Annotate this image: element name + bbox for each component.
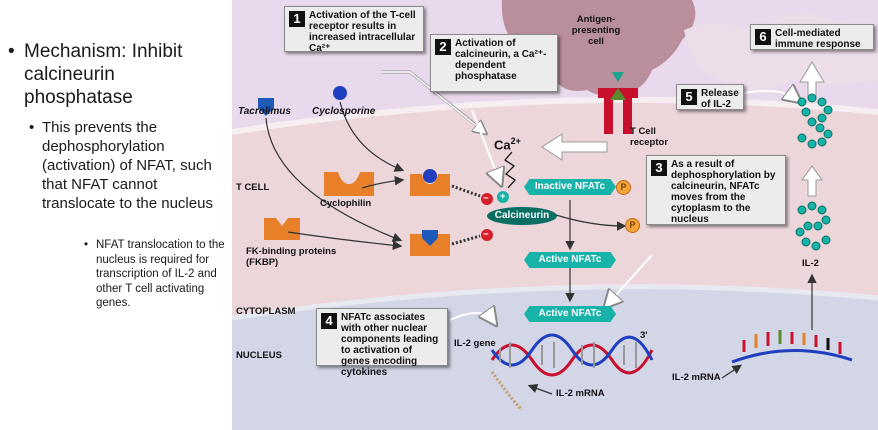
step-text-1: Activation of the T-cell receptor result… [309, 10, 416, 54]
minus-sign-1: − [483, 193, 489, 204]
inactive-nfat: Inactive NFATc [524, 179, 616, 195]
calcineurin-mechanism-diagram: 1 Activation of the T-cell receptor resu… [232, 0, 878, 430]
il2-mrna-strand-1 [490, 371, 524, 412]
nucleus-label: NUCLEUS [236, 350, 282, 361]
cyclophilin-cyclosporine-complex [410, 174, 450, 196]
il2-mrna-label-1: IL-2 mRNA [556, 388, 605, 399]
inhibition-circle-1 [481, 193, 493, 205]
bullet-level1: • Mechanism: Inhibit calcineurin phospha… [8, 41, 183, 108]
bound-cyclosporine [423, 169, 437, 183]
step-box-5: 5 Release of IL-2 [676, 84, 744, 110]
bullet-level2: • This prevents the dephosphorylation (a… [29, 119, 213, 212]
activation-circle [497, 191, 509, 203]
nuclear-membrane [232, 284, 878, 321]
step-box-6: 6 Cell-mediated immune response [750, 24, 874, 50]
bullet-dot: • [29, 119, 35, 136]
step-number-3: 3 [651, 160, 667, 176]
il2-protein-chain-bottom [795, 201, 831, 251]
phosphate-tag-2: P [625, 218, 640, 233]
step-number-1: 1 [289, 11, 305, 27]
step-number-4: 4 [321, 313, 337, 329]
step-text-4: NFATc associates with other nuclear comp… [341, 312, 439, 378]
bullet-dot: • [8, 41, 15, 62]
il2-mrna-label-2: IL-2 mRNA [672, 372, 721, 383]
step-box-2: 2 Activation of calcineurin, a Ca²⁺-depe… [430, 34, 558, 92]
il2-protein-chain-top [797, 93, 833, 149]
tcr-label: T Cell receptor [630, 126, 669, 148]
phosphate-tag-1: P [616, 180, 631, 195]
apc-label: Antigen-presenting cell [571, 14, 621, 47]
step-box-4: 4 NFATc associates with other nuclear co… [316, 308, 448, 378]
calcineurin-enzyme: Calcineurin [487, 207, 557, 225]
step-text-5: Release of IL-2 [701, 88, 739, 110]
mrna-nucleotides [742, 330, 842, 354]
il2-dna-helix [490, 333, 654, 377]
minus-sign-2: − [483, 229, 489, 240]
fkbp-shape [264, 218, 300, 240]
cyclophilin-shape [324, 172, 374, 196]
active-nfat-nucleus: Active NFATc [524, 306, 616, 322]
active-nfat-cytoplasm: Active NFATc [524, 252, 616, 268]
cyclosporine-symbol [333, 86, 347, 100]
il2-mrna-strand-2 [731, 349, 853, 364]
bullet-dot: • [84, 239, 89, 251]
plus-sign: + [500, 191, 506, 202]
step-box-3: 3 As a result of dephosphorylation by ca… [646, 155, 786, 225]
cyclophilin-label: Cyclophilin [320, 198, 372, 209]
dna-base-pairs [499, 342, 637, 368]
il2-export-arrow [801, 165, 823, 197]
cyclosporine-label: Cyclosporine [312, 106, 376, 117]
fkbp-label: FK-binding proteins (FKBP) [246, 246, 337, 268]
step-number-2: 2 [435, 39, 451, 55]
cytoplasm-label: CYTOPLASM [236, 306, 296, 317]
t-cell-label: T CELL [236, 182, 270, 193]
bound-tacrolimus [422, 230, 438, 246]
step-number-5: 5 [681, 89, 697, 105]
t-cell-receptor [598, 72, 638, 134]
step-text-3: As a result of dephosphorylation by calc… [671, 159, 776, 225]
step-text-2: Activation of calcineurin, a Ca²⁺-depend… [455, 38, 547, 82]
tacrolimus-label: Tacrolimus [238, 106, 291, 117]
bullet-level3: • NFAT translocation to the nucleus is r… [84, 239, 225, 309]
calcium-label: Ca2+ [494, 136, 521, 153]
step-number-6: 6 [755, 29, 771, 45]
tcr-signal-arrow [541, 133, 608, 161]
il2-label: IL-2 [802, 258, 819, 269]
tacrolimus-symbol [258, 98, 274, 116]
step-text-6: Cell-mediated immune response [775, 28, 861, 50]
three-prime-label: 3' [640, 330, 648, 341]
il2-gene-label: IL-2 gene [454, 338, 496, 349]
step-box-1: 1 Activation of the T-cell receptor resu… [284, 6, 424, 54]
inhibition-circle-2 [481, 229, 493, 241]
